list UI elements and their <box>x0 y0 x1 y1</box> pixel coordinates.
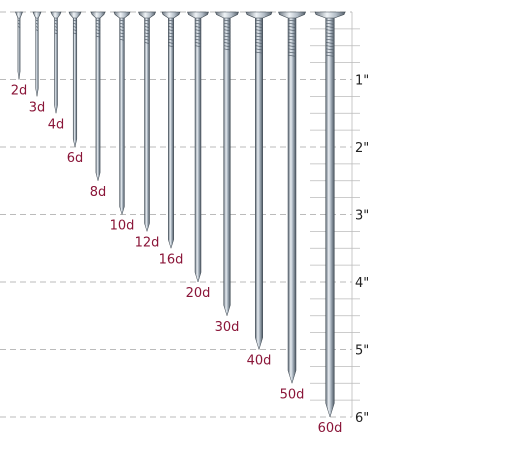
size-label-3d: 3d <box>29 100 46 115</box>
nail-50d <box>278 11 306 385</box>
nail-60d <box>314 11 346 418</box>
inch-label: 1" <box>355 74 369 89</box>
nail-4d <box>50 11 62 114</box>
size-label-50d: 50d <box>280 387 305 402</box>
nails <box>15 11 346 418</box>
nail-6d <box>68 11 82 148</box>
size-label-10d: 10d <box>110 219 135 234</box>
nail-10d <box>113 11 131 216</box>
size-label-8d: 8d <box>90 185 107 200</box>
size-label-60d: 60d <box>318 421 343 436</box>
nail-40d <box>245 11 273 351</box>
ruler <box>0 11 360 418</box>
inch-labels: 1" 2" 3" 4" 5" 6" <box>355 74 369 427</box>
size-label-12d: 12d <box>135 235 160 250</box>
size-label-2d: 2d <box>11 84 28 99</box>
size-label-40d: 40d <box>247 354 272 369</box>
nail-8d <box>90 11 106 182</box>
size-label-4d: 4d <box>48 117 65 132</box>
size-label-6d: 6d <box>67 151 84 166</box>
nail-12d <box>138 11 156 233</box>
nail-3d <box>32 11 42 97</box>
size-label-30d: 30d <box>215 320 240 335</box>
inch-label: 3" <box>355 209 369 224</box>
size-label-16d: 16d <box>159 252 184 267</box>
nail-20d <box>187 11 209 283</box>
inch-label: 5" <box>355 344 369 359</box>
inch-label: 4" <box>355 276 369 291</box>
nail-16d <box>161 11 181 250</box>
size-label-20d: 20d <box>186 286 211 301</box>
nail-2d <box>15 11 23 80</box>
inch-label: 6" <box>355 411 369 426</box>
inch-label: 2" <box>355 141 369 156</box>
nail-30d <box>215 11 239 317</box>
